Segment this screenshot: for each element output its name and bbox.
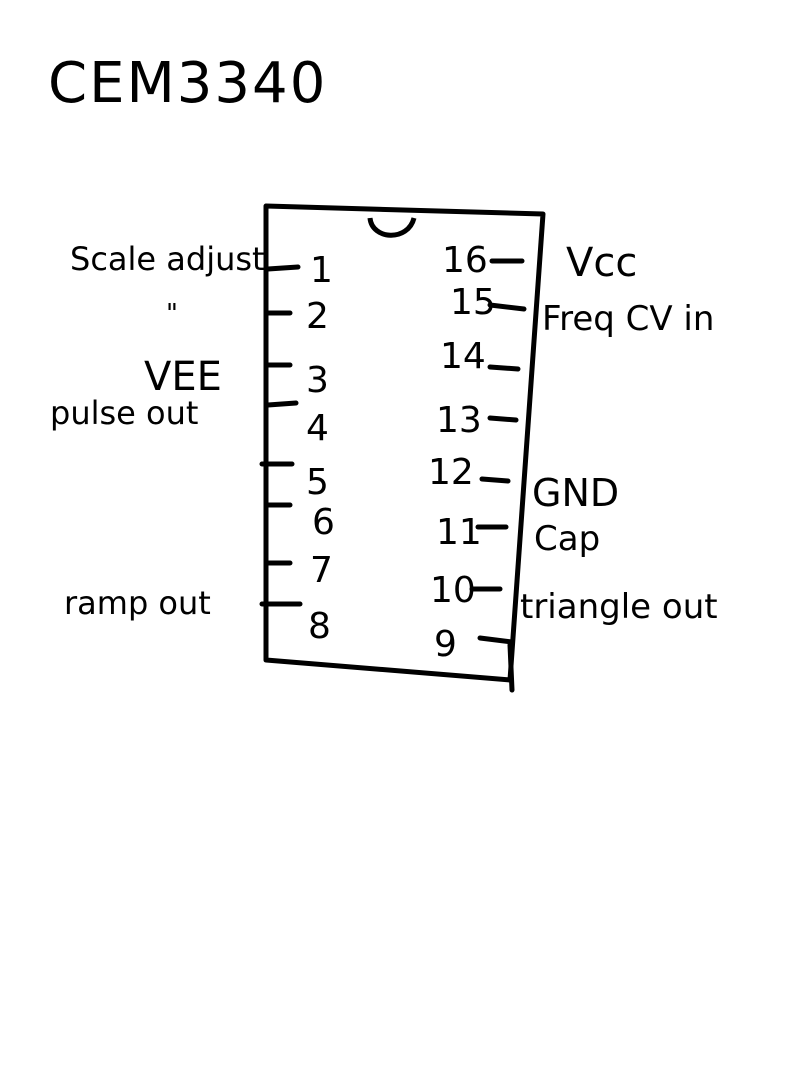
pin-label-triangle-out: triangle out (520, 587, 718, 627)
pin-number-13: 13 (436, 400, 482, 441)
pin-number-10: 10 (430, 570, 476, 611)
right-pin-numbers: 16 15 14 13 12 11 10 9 (428, 240, 496, 665)
pin-number-16: 16 (442, 240, 488, 281)
right-pin-stub (477, 635, 515, 645)
pin-label-pulse-out: pulse out (50, 394, 198, 432)
right-pin-stub (507, 642, 515, 693)
pin-label-cap: Cap (534, 519, 600, 559)
pin-label-freq-cv-in: Freq CV in (542, 299, 714, 339)
diagram-title: CEM3340 (48, 51, 327, 116)
pin-number-9: 9 (434, 624, 457, 665)
chip-notch (367, 217, 417, 238)
right-pin-stub (487, 364, 521, 372)
left-pin-numbers: 1 2 3 4 5 6 7 8 (306, 250, 335, 647)
pin-number-12: 12 (428, 452, 474, 493)
pin-label-gnd: GND (532, 471, 619, 515)
pin-number-11: 11 (436, 512, 482, 553)
pin-label-ramp-out: ramp out (64, 584, 211, 622)
pin-label-vee: VEE (144, 354, 222, 400)
right-pin-stub (487, 415, 519, 423)
pin-label-ditto: " (166, 299, 178, 329)
pin-label-vcc: Vcc (566, 240, 637, 286)
left-pin-labels: Scale adjust " VEE pulse out ramp out (50, 240, 265, 622)
pin-number-14: 14 (440, 336, 486, 377)
pin-number-6: 6 (312, 502, 335, 543)
pin-number-7: 7 (310, 550, 333, 591)
left-pin-stub (265, 400, 299, 408)
left-pin-stub (265, 264, 301, 272)
pin-label-scale-adjust: Scale adjust (70, 240, 265, 278)
pin-number-4: 4 (306, 408, 329, 449)
pin-number-2: 2 (306, 296, 329, 337)
right-pin-stub (487, 302, 527, 312)
right-pin-labels: Vcc Freq CV in GND Cap triangle out (520, 240, 718, 627)
pin-number-3: 3 (306, 360, 329, 401)
pin-number-8: 8 (308, 606, 331, 647)
pin-number-1: 1 (310, 250, 333, 291)
left-pin-stubs (259, 264, 303, 607)
pin-number-5: 5 (306, 462, 329, 503)
pin-number-15: 15 (450, 282, 496, 323)
right-pin-stub (479, 476, 511, 484)
right-pin-stubs (469, 258, 527, 693)
